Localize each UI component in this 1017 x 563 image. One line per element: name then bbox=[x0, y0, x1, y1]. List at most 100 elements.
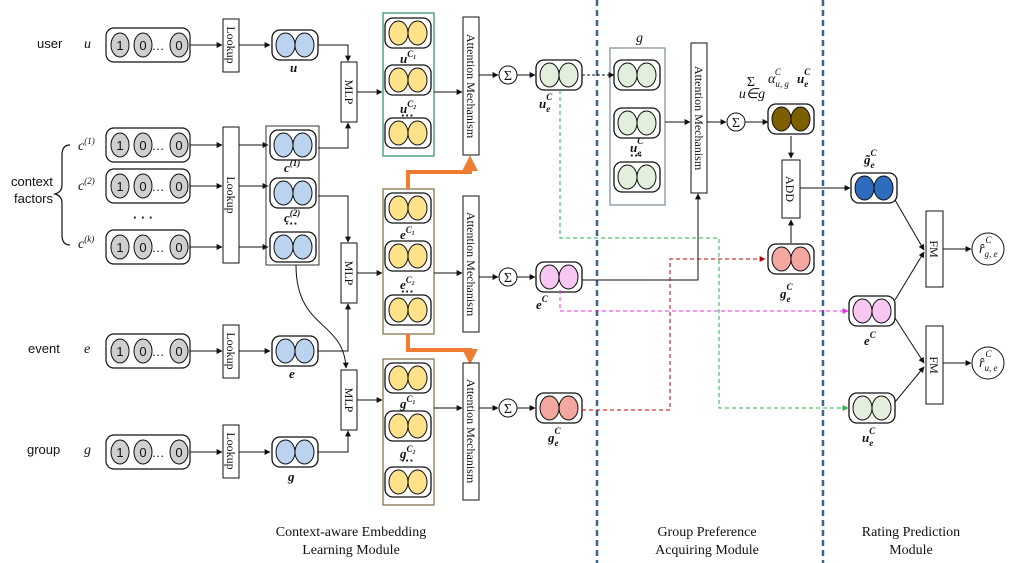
gc-dots: ··· bbox=[401, 453, 414, 468]
wire-c-mlp-group bbox=[295, 264, 349, 369]
wire-c-mlp-event bbox=[318, 195, 351, 243]
c2-var: c(2) bbox=[78, 176, 95, 194]
onehot-cell-value: 0 bbox=[139, 240, 146, 255]
module2-caption-line2: Acquiring Module bbox=[655, 543, 759, 558]
attention-event-label: Attention Mechanism bbox=[464, 212, 478, 317]
c1-var: c(1) bbox=[78, 136, 95, 154]
onehot-cell-value: 1 bbox=[116, 344, 123, 359]
user-context-stack bbox=[382, 12, 435, 157]
onehot-cell-value: 0 bbox=[139, 344, 146, 359]
onehot-cell bbox=[110, 32, 130, 58]
onehot-cell bbox=[133, 338, 153, 364]
embedding-u bbox=[271, 29, 319, 61]
group-label: group bbox=[27, 442, 60, 457]
onehot-cell bbox=[133, 32, 153, 58]
onehot-cell-value: 0 bbox=[175, 138, 182, 153]
formula-sum-sub: u∈g bbox=[739, 87, 765, 102]
line-e-fm-group bbox=[894, 251, 925, 301]
green-dashed-link bbox=[559, 90, 849, 411]
onehot-cell-value: 1 bbox=[116, 179, 123, 194]
members-dots: ··· bbox=[630, 148, 643, 163]
event-label: event bbox=[28, 341, 60, 356]
mlp-group-label: MLP bbox=[342, 388, 356, 413]
attention-group-pref-label: Attention Mechanism bbox=[692, 66, 706, 171]
lookup-group-label: Lookup bbox=[224, 432, 238, 469]
emb-e-label: e bbox=[289, 366, 295, 381]
add-label: ADD bbox=[783, 176, 797, 202]
onehot-cell-value: 0 bbox=[175, 445, 182, 460]
uc2-label: uC₂ bbox=[400, 99, 416, 116]
attention-user-label: Attention Mechanism bbox=[464, 34, 478, 139]
formula-sum: Σ bbox=[747, 75, 755, 90]
module1-caption-line1: Context-aware Embedding bbox=[276, 525, 426, 540]
members-ue-label: ueC bbox=[630, 136, 644, 158]
embedding-ec-1 bbox=[384, 192, 432, 224]
ec1-label: eC₁ bbox=[400, 225, 415, 242]
onehot-cell bbox=[133, 173, 153, 199]
embedding-gc-k bbox=[384, 466, 432, 498]
wire-c-mlp-user bbox=[318, 122, 351, 149]
attention-group-block bbox=[462, 362, 480, 501]
mlp-event-label: MLP bbox=[342, 261, 356, 286]
emb-c1-label: c(1) bbox=[284, 158, 300, 175]
emb-g-label: g bbox=[287, 469, 295, 484]
sum-event-symbol: Σ bbox=[504, 271, 512, 286]
attention-event-block bbox=[462, 195, 480, 333]
embedding-gc-1 bbox=[384, 362, 432, 394]
onehot-cell-value: … bbox=[152, 344, 165, 359]
onehot-cell bbox=[169, 338, 189, 364]
embedding-gc-2 bbox=[384, 410, 432, 442]
gec-label: geC bbox=[779, 282, 794, 304]
fm-user-block bbox=[925, 325, 944, 405]
mlp-user-label: MLP bbox=[342, 80, 356, 105]
onehot-cell bbox=[110, 173, 130, 199]
group-context-stack bbox=[382, 358, 435, 506]
group-embedding-gec bbox=[767, 243, 815, 275]
group-members-box bbox=[609, 47, 666, 206]
rating-user-label: r̂u, eC bbox=[979, 349, 997, 373]
embedding-uc-2 bbox=[384, 64, 432, 96]
context-brace bbox=[52, 144, 71, 246]
rating-group-label: r̂g, eC bbox=[979, 235, 997, 259]
onehot-cell-value: 0 bbox=[139, 445, 146, 460]
orange-link-up bbox=[406, 155, 478, 189]
gtilde-label: g̃eC bbox=[863, 148, 878, 170]
embedding-ec-2 bbox=[384, 240, 432, 272]
sum-group-symbol: Σ bbox=[504, 402, 512, 417]
rating-e-label: eC bbox=[864, 330, 877, 348]
onehot-cell-value: … bbox=[152, 240, 165, 255]
wire-u-mlp bbox=[318, 44, 351, 62]
line-ue-fm-user bbox=[894, 366, 925, 403]
lookup-context-label: Lookup bbox=[224, 176, 238, 213]
rating-user-embedding bbox=[848, 392, 896, 424]
onehot-cell-value: 0 bbox=[139, 138, 146, 153]
embedding-ck bbox=[269, 231, 317, 263]
embedding-c2 bbox=[269, 177, 317, 209]
emb-c2-label: c(2) bbox=[284, 208, 300, 225]
event-var: e bbox=[84, 342, 90, 357]
onehot-cell-value: 1 bbox=[116, 240, 123, 255]
gc2-label: gC₂ bbox=[399, 444, 416, 461]
final-group-embedding bbox=[850, 172, 898, 204]
embedding-ec-k bbox=[384, 294, 432, 326]
onehot-cell-value: … bbox=[152, 179, 165, 194]
embedding-uc-k bbox=[384, 117, 432, 149]
orange-link-down bbox=[406, 334, 478, 365]
onehot-cell bbox=[133, 439, 153, 465]
onehot-cell-value: 0 bbox=[175, 38, 182, 53]
onehot-cell bbox=[169, 32, 189, 58]
lookup-context-block bbox=[222, 126, 240, 264]
sum-members-symbol: Σ bbox=[732, 116, 740, 131]
emb-c-dots: ··· bbox=[285, 216, 298, 231]
onehot-cell-value: 0 bbox=[175, 344, 182, 359]
onehot-cell bbox=[110, 132, 130, 158]
ec-dots: ··· bbox=[401, 284, 414, 299]
context-dots: · · · bbox=[133, 210, 153, 225]
onehot-cell bbox=[169, 439, 189, 465]
module3-caption-line2: Module bbox=[889, 543, 933, 558]
add-block bbox=[781, 159, 801, 219]
onehot-cell-value: … bbox=[152, 138, 165, 153]
